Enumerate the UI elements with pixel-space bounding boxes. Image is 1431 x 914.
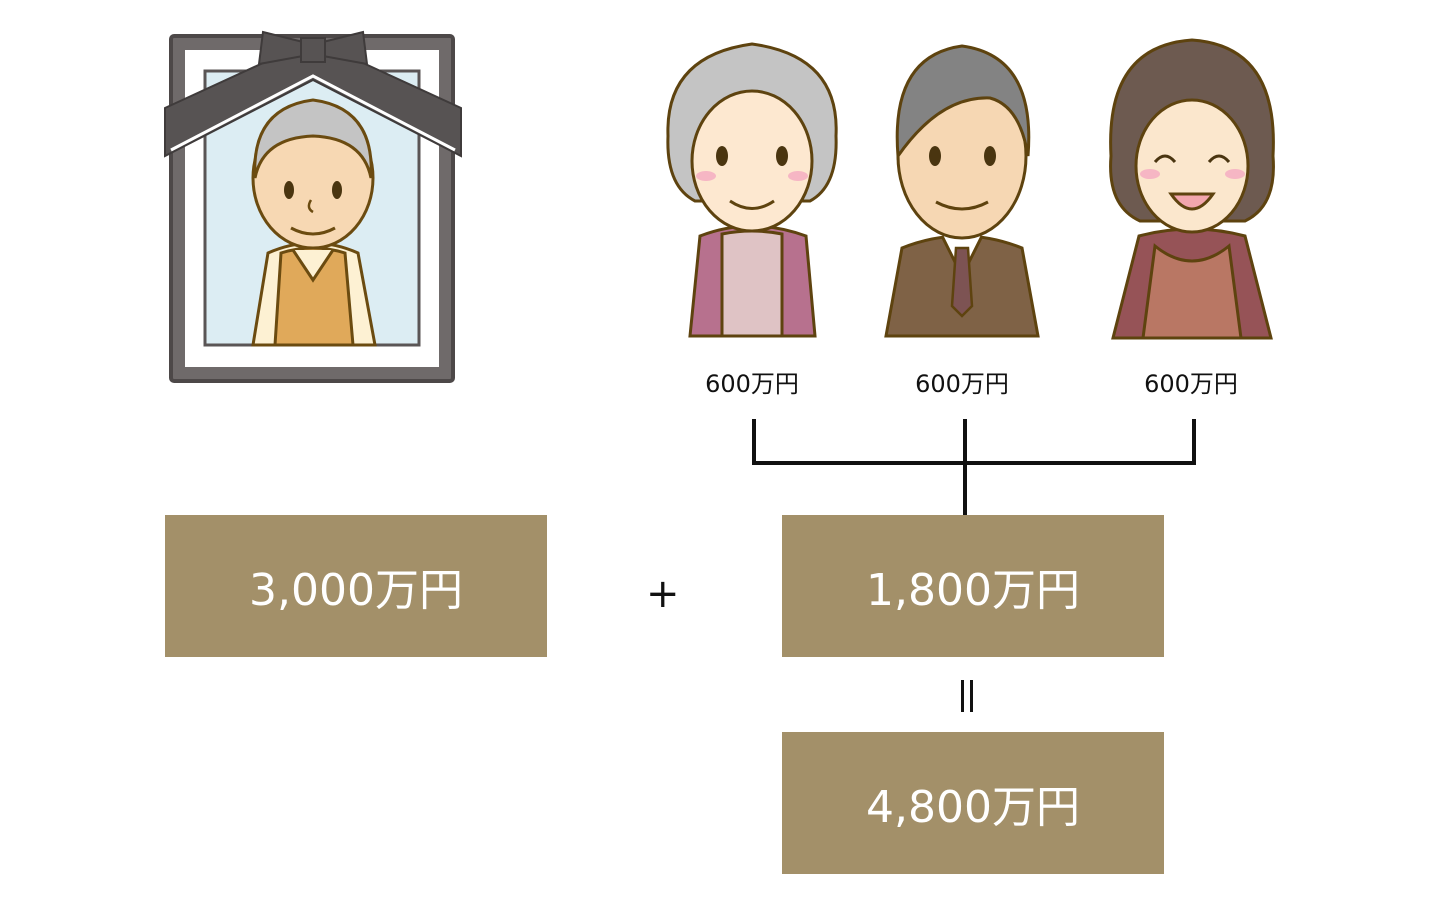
heir-amount-3: 600万円 [1144, 370, 1238, 398]
connector-mid [963, 419, 967, 515]
connector-right [1192, 419, 1196, 465]
plus-operator: + [646, 571, 680, 617]
heir-middle-aged-woman [1105, 36, 1280, 341]
estate-amount: 3,000万円 [249, 565, 463, 616]
connector-horizontal [752, 461, 1196, 465]
heirs-total-amount: 1,800万円 [866, 565, 1080, 616]
deceased-portrait [163, 28, 463, 388]
equals-operator [961, 680, 977, 712]
estate-box: 3,000万円 [165, 515, 547, 657]
memorial-portrait-icon [164, 30, 462, 383]
grand-total-amount: 4,800万円 [866, 782, 1080, 833]
middle-aged-man-icon [884, 44, 1040, 338]
heirs-total-box: 1,800万円 [782, 515, 1164, 657]
elderly-woman-icon [666, 42, 838, 338]
heir-amount-2: 600万円 [915, 370, 1009, 398]
grand-total-box: 4,800万円 [782, 732, 1164, 874]
heir-elderly-woman [660, 36, 845, 341]
connector-left [752, 419, 756, 465]
heir-middle-aged-man [880, 36, 1045, 341]
middle-aged-woman-icon [1109, 38, 1275, 340]
heir-amount-1: 600万円 [705, 370, 799, 398]
